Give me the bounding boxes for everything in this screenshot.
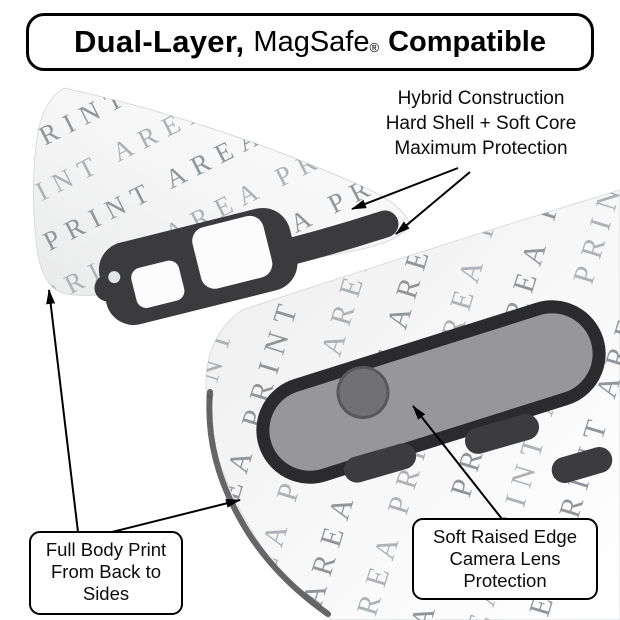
annotation-box xyxy=(29,531,183,615)
annotation-arrow xyxy=(351,167,459,210)
flash-hole xyxy=(108,271,121,284)
annotation-arrow xyxy=(46,289,79,533)
annotation-line: Sides xyxy=(83,583,129,604)
annotation-line: Full Body Print xyxy=(46,539,166,560)
annotation-arrow xyxy=(395,171,471,235)
annotation-line: Hybrid Construction xyxy=(398,88,565,109)
annotation-line: Maximum Protection xyxy=(394,138,567,159)
title-dual-layer: Dual-Layer, xyxy=(73,24,245,59)
camera-hole-secondary xyxy=(131,260,185,308)
annotation-full-body-print: Full Body Print From Back to Sides xyxy=(29,289,241,615)
camera-cutout-cluster xyxy=(98,207,298,326)
side-buttons xyxy=(343,414,613,483)
annotation-box xyxy=(412,518,598,600)
title-banner: Dual-Layer, MagSafe ® Compatible xyxy=(26,13,594,71)
title-compatible: Compatible xyxy=(388,25,546,58)
camera-hole-main xyxy=(192,215,273,289)
registered-trademark-mark: ® xyxy=(369,39,380,55)
annotation-hybrid-construction: Hybrid Construction Hard Shell + Soft Co… xyxy=(351,88,577,235)
side-button xyxy=(464,414,540,454)
camera-oval-cutout xyxy=(256,300,606,484)
annotation-line: Camera Lens xyxy=(449,548,560,569)
annotation-line: Protection xyxy=(463,570,546,591)
camera-lens-hole xyxy=(336,365,390,419)
side-button xyxy=(551,447,613,483)
annotation-soft-raised-edge: Soft Raised Edge Camera Lens Protection xyxy=(412,405,598,600)
title-magsafe-group: MagSafe ® xyxy=(253,26,379,59)
annotation-line: Hard Shell + Soft Core xyxy=(386,113,577,134)
annotation-arrow xyxy=(111,499,241,533)
annotation-line: Soft Raised Edge xyxy=(433,526,577,547)
camera-oval-ring xyxy=(256,300,606,484)
case-side-lip xyxy=(206,389,331,617)
annotation-line: From Back to xyxy=(51,561,161,582)
side-button xyxy=(343,443,417,483)
annotation-arrow xyxy=(412,405,503,520)
title-magsafe: MagSafe xyxy=(253,25,370,58)
